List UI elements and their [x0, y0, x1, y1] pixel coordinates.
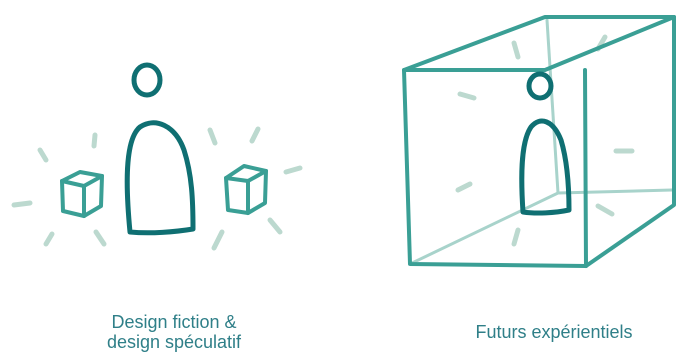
caption-experiential-futures: Futurs expérientiels — [430, 322, 678, 342]
person-icon — [124, 62, 196, 236]
design-fiction-illustration — [11, 62, 303, 251]
box-hidden-edges — [408, 18, 674, 266]
experiential-futures-illustration — [402, 15, 676, 268]
person-head — [131, 62, 163, 98]
left-cube-icon — [60, 170, 104, 218]
right-cube-icon — [224, 164, 268, 215]
right-rays — [455, 34, 635, 247]
caption-design-fiction-line1: Design fiction & — [111, 312, 237, 332]
caption-design-fiction-line2: design spéculatif — [106, 332, 242, 352]
inner-person-head — [526, 71, 554, 101]
inner-person-icon — [519, 71, 572, 216]
left-rays — [11, 126, 303, 251]
inner-person-body — [519, 118, 572, 216]
box-outline — [402, 15, 676, 268]
caption-design-fiction: Design fiction & design spéculatif — [56, 312, 292, 352]
person-body — [124, 120, 196, 236]
caption-experiential-futures-text: Futurs expérientiels — [475, 322, 633, 342]
